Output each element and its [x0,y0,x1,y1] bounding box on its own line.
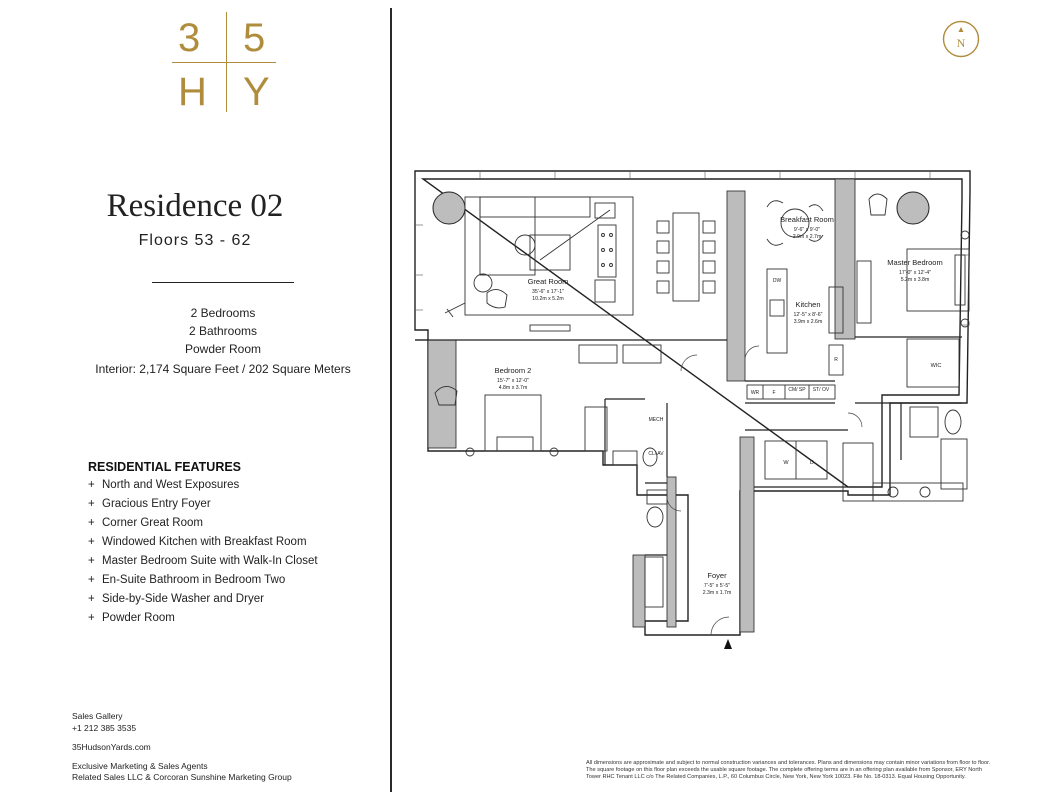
plus-icon: + [88,536,95,548]
bedroom-2-imperial: 15'-7" x 12'-0" [497,378,529,384]
agents-names: Related Sales LLC & Corcoran Sunshine Ma… [72,772,292,782]
master-bedroom-name: Master Bedroom [887,258,942,267]
logo-char-5: 5 [243,16,266,60]
plus-icon: + [88,555,95,567]
columns [432,191,930,225]
entry-arrow-icon [724,639,732,649]
feature-item: + Corner Great Room [88,517,203,529]
feature-item: + Gracious Entry Foyer [88,498,211,510]
feature-label: North and West Exposures [102,479,240,491]
page-divider [390,8,392,792]
plus-icon: + [88,479,95,491]
label-dryer: D [810,460,814,466]
great-room-furniture [444,196,716,332]
master-bedroom-metric: 5.2m x 3.8m [901,277,930,283]
feature-label: En-Suite Bathroom in Bedroom Two [102,574,286,586]
kitchen-metric: 3.9m x 2.6m [794,319,823,325]
logo-char-h: H [178,70,207,114]
feature-item: + North and West Exposures [88,479,239,491]
foyer-metric: 2.3m x 1.7m [703,590,732,596]
label-cl-av: CL/ AV [648,451,664,457]
breakfast-room-imperial: 9'-6" x 9'-0" [794,227,820,233]
plan-thick-walls [427,178,856,633]
great-room-metric: 10.2m x 5.2m [532,296,563,302]
master-bedroom-imperial: 17'-0" x 12'-4" [899,270,931,276]
great-room-name: Great Room [528,277,569,286]
website-link[interactable]: 35HudsonYards.com [72,742,151,752]
spec-bathrooms: 2 Bathrooms [188,324,258,338]
label-cm-sp: CM/ SP [788,387,806,393]
master-bedroom-furniture [856,193,970,490]
window-mullions [415,171,970,326]
feature-item: + Master Bedroom Suite with Walk-In Close… [88,555,318,567]
label-dw: DW [773,278,782,284]
agents-label: Exclusive Marketing & Sales Agents [72,761,208,771]
foyer-name: Foyer [707,571,727,580]
plus-icon: + [88,612,95,624]
kitchen-furniture [746,200,844,400]
plus-icon: + [88,517,95,529]
foyer-imperial: 7'-5" x 5'-5" [704,583,730,589]
feature-item: + Side-by-Side Washer and Dryer [88,593,264,605]
logo-horizontal-rule [172,62,276,63]
plus-icon: + [88,574,95,586]
logo-char-3: 3 [178,16,201,60]
floor-plan: Great Room 35'-6" x 17'-1" 10.2m x 5.2m … [414,170,971,649]
feature-label: Side-by-Side Washer and Dryer [102,593,264,605]
title-rule [152,282,294,283]
label-st-ov: ST/ OV [813,387,830,393]
label-r: R [834,357,838,363]
breakfast-room-name: Breakfast Room [780,215,834,224]
feature-label: Gracious Entry Foyer [102,498,211,510]
breakfast-room-metric: 2.9m x 2.7m [793,234,822,240]
kitchen-name: Kitchen [795,300,820,309]
spec-interior-area: Interior: 2,174 Square Feet / 202 Square… [95,362,351,376]
bedroom-2-name: Bedroom 2 [495,366,532,375]
label-wr: WR [751,390,760,396]
feature-item: + Powder Room [88,612,175,624]
feature-item: + En-Suite Bathroom in Bedroom Two [88,574,285,586]
feature-label: Corner Great Room [102,517,203,529]
kitchen-imperial: 12'-5" x 8'-6" [793,312,822,318]
sales-phone[interactable]: +1 212 385 3535 [72,723,137,733]
doors [666,345,863,636]
spec-powder-room: Powder Room [184,342,262,356]
plus-icon: + [88,498,95,510]
plan-interior-walls [428,336,962,556]
great-room-imperial: 35'-6" x 17'-1" [532,289,564,295]
sales-gallery-label: Sales Gallery [72,711,123,721]
features-heading: RESIDENTIAL FEATURES [88,460,242,474]
legal-disclaimer: All dimensions are approximate and subje… [586,760,991,781]
compass-letter: N [957,36,966,50]
label-wic: WIC [931,363,942,369]
room-labels: Great Room 35'-6" x 17'-1" 10.2m x 5.2m … [495,215,943,596]
feature-label: Powder Room [102,612,175,624]
feature-item: + Windowed Kitchen with Breakfast Room [88,536,307,548]
label-f: F [772,390,775,396]
service-furniture [644,440,964,608]
bedroom2-furniture [434,344,662,467]
bedroom-2-metric: 4.8m x 3.7m [499,385,528,391]
feature-label: Master Bedroom Suite with Walk-In Closet [102,555,318,567]
residence-title: Residence 02 [106,188,284,224]
label-washer: W [783,460,789,466]
floors-range: Floors 53 - 62 [138,232,252,249]
plus-icon: + [88,593,95,605]
north-compass-icon: N [942,20,980,58]
feature-label: Windowed Kitchen with Breakfast Room [102,536,307,548]
logo-char-y: Y [243,70,270,114]
spec-bedrooms: 2 Bedrooms [190,306,256,320]
label-mech: MECH [649,417,664,423]
